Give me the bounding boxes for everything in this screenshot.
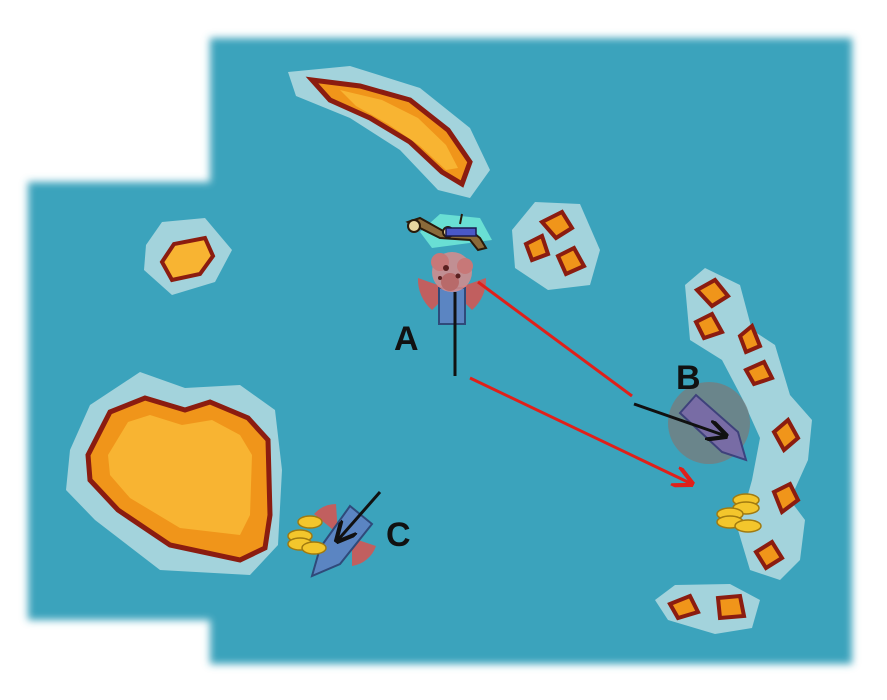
island-large[interactable] (66, 372, 282, 575)
island-small-west[interactable] (144, 218, 232, 295)
rocks-south-east[interactable] (655, 584, 760, 634)
rocks-north-east[interactable] (512, 202, 600, 290)
label-ship-b: B (676, 359, 701, 397)
label-ship-a: A (394, 320, 419, 358)
gold-coins-icon[interactable] (287, 515, 327, 555)
gold-coins-icon[interactable] (716, 493, 762, 533)
ship-b[interactable] (633, 382, 750, 464)
island-crescent-north[interactable] (288, 66, 490, 198)
sea-serpent-icon[interactable] (405, 213, 492, 252)
ship-a[interactable] (417, 278, 487, 376)
projectile-paths (469, 280, 692, 484)
label-ship-c: C (386, 516, 411, 554)
ship-c[interactable] (310, 491, 382, 578)
rocks-east-chain[interactable] (685, 268, 812, 580)
explosion-icon (431, 252, 473, 292)
